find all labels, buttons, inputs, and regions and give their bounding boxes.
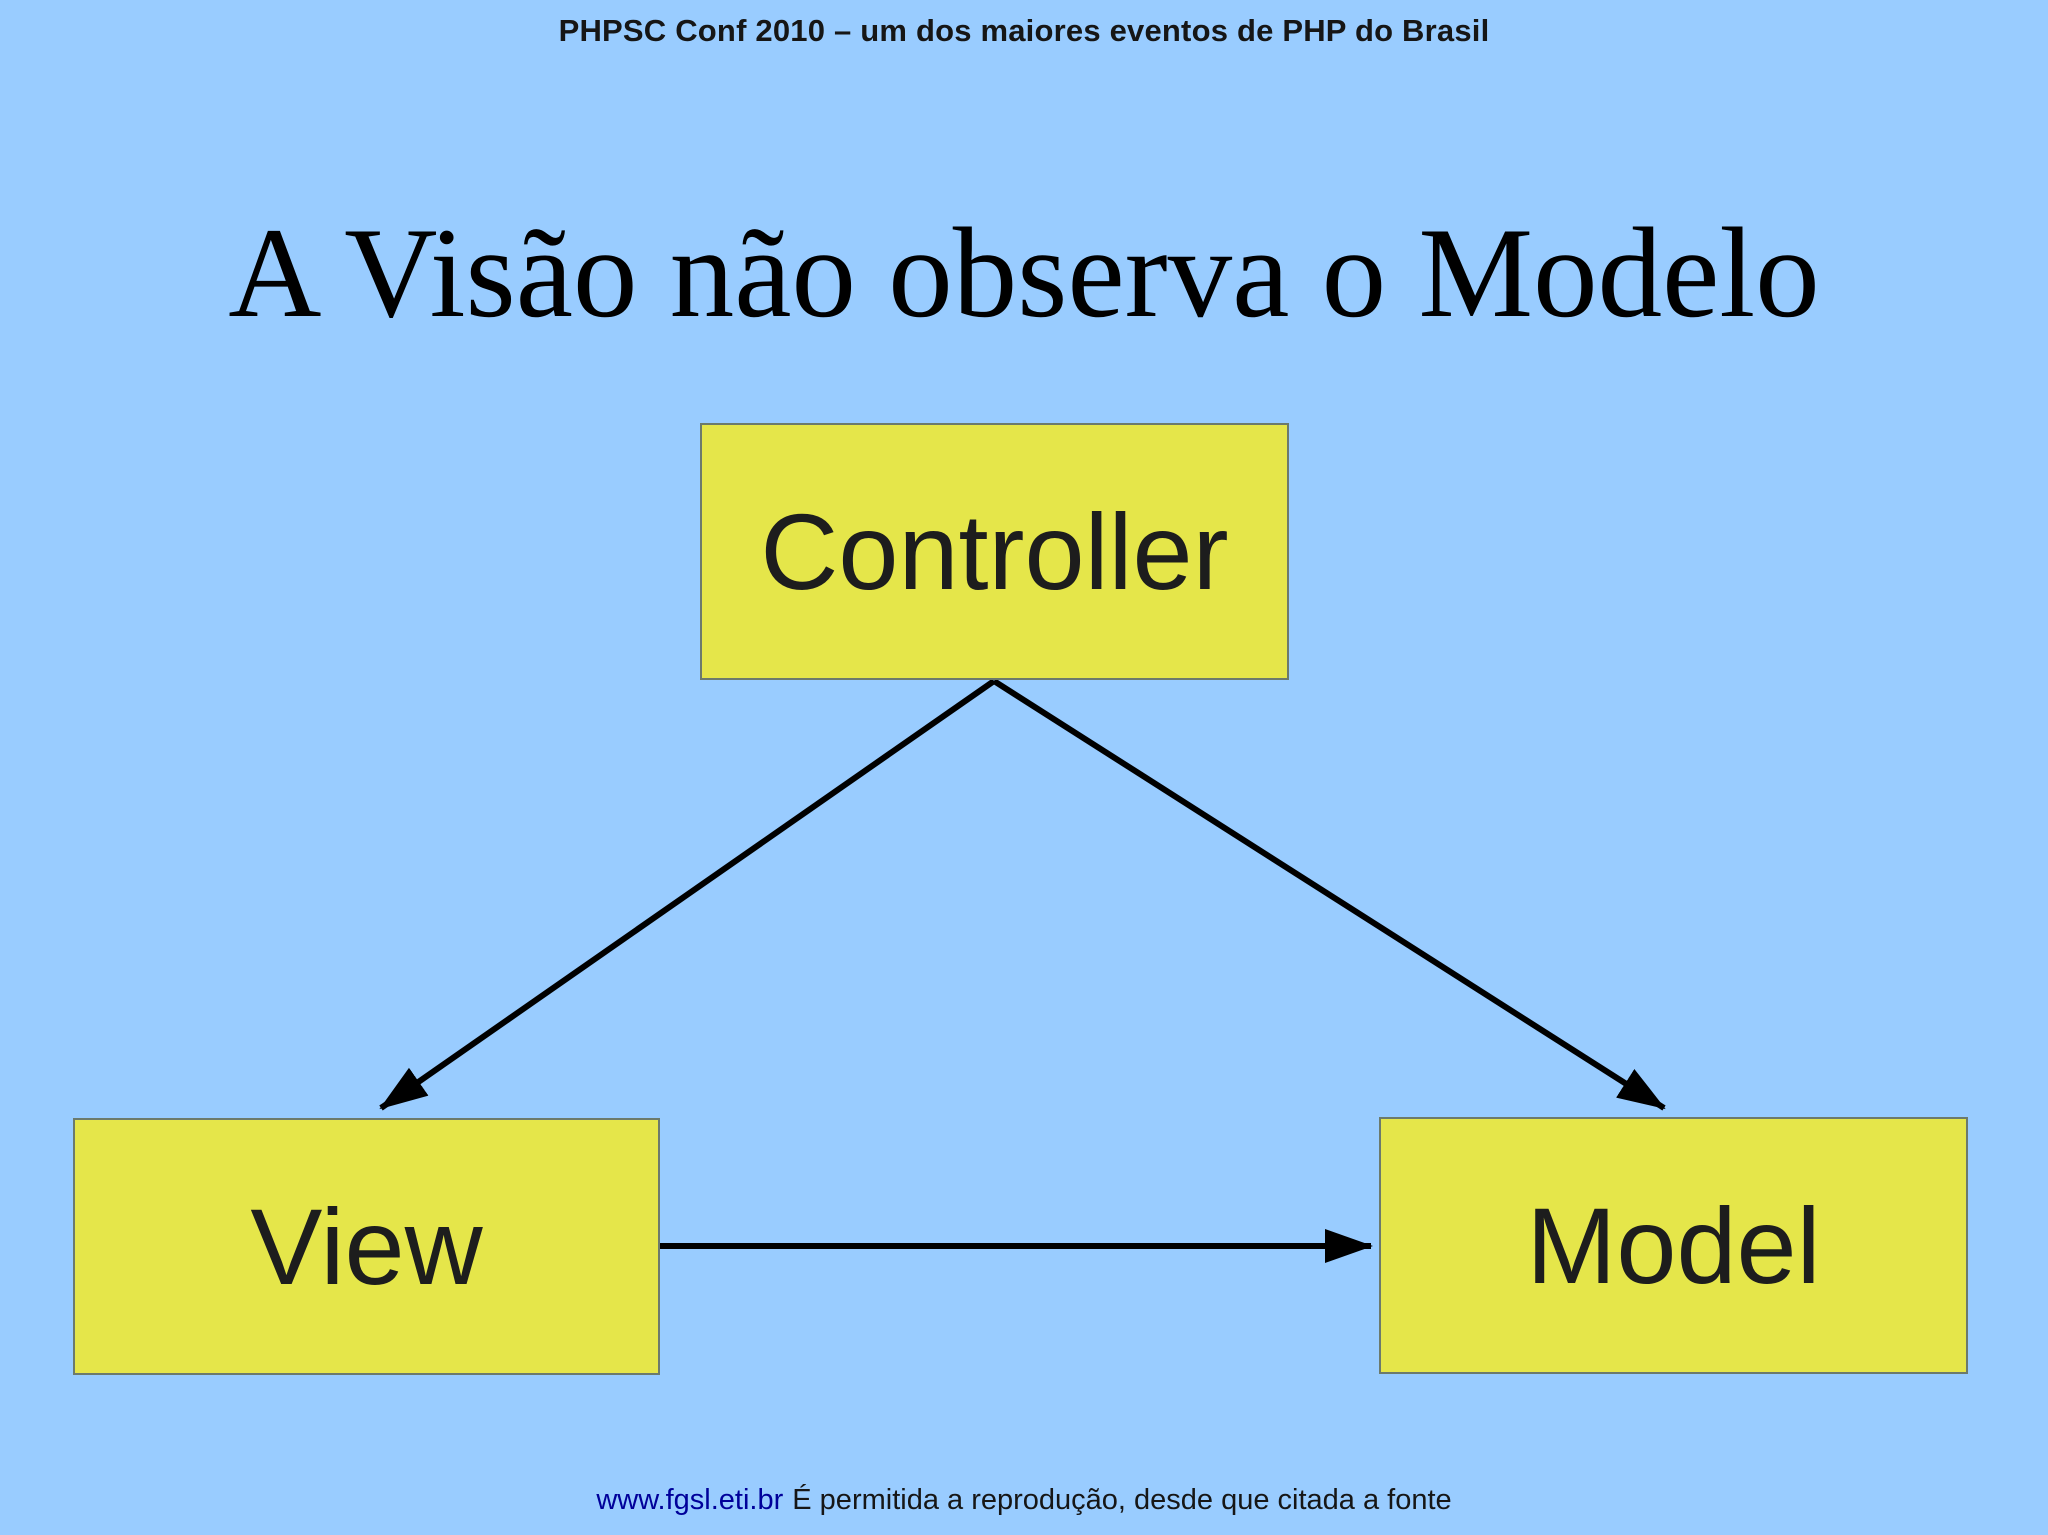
edge-controller-to-model (992, 678, 1666, 1111)
conference-header: PHPSC Conf 2010 – um dos maiores eventos… (558, 13, 1490, 48)
node-controller-label: Controller (760, 491, 1229, 612)
node-controller: Controller (700, 423, 1289, 680)
node-view: View (73, 1118, 660, 1375)
slide-title: A Visão não observa o Modelo (228, 201, 1820, 344)
node-model-label: Model (1526, 1185, 1821, 1306)
edge-controller-to-view (379, 678, 996, 1111)
footer-note: É permitida a reprodução, desde que cita… (792, 1484, 1452, 1516)
footer-link[interactable]: www.fgsl.eti.br (596, 1484, 784, 1516)
node-model: Model (1379, 1117, 1968, 1374)
node-view-label: View (250, 1186, 483, 1307)
